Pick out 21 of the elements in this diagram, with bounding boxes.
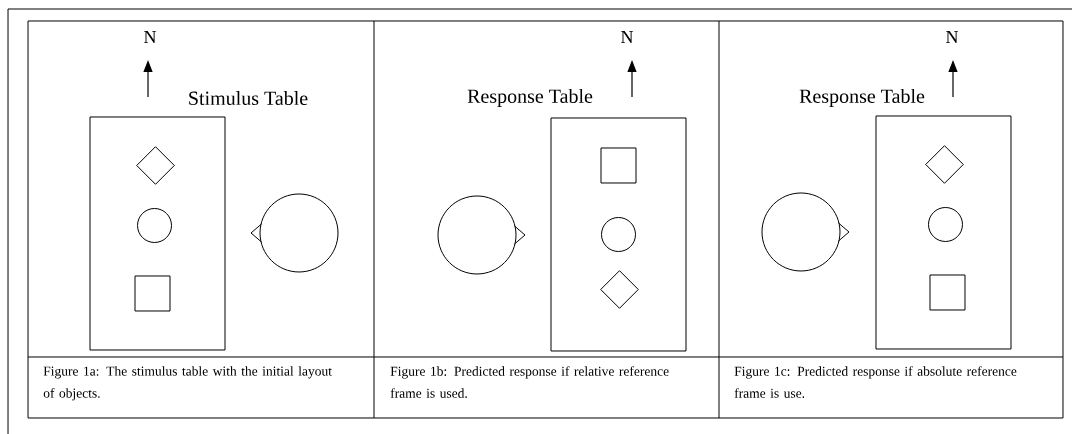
- diamond-shape: [136, 146, 175, 185]
- figure-caption: Figure 1b: Predicted response if relative reference frame is used.: [390, 366, 669, 398]
- square-shape: [929, 274, 966, 311]
- node-label: Response Table: [467, 88, 593, 108]
- north-label: N: [946, 31, 959, 43]
- figure-caption: Figure 1a: The stimulus table with the initial layout of objects.: [43, 366, 332, 401]
- node-label: Response Table: [799, 88, 925, 108]
- table-box: Stimulus Table: [89, 90, 308, 351]
- circle-shape: [928, 207, 963, 242]
- diamond-shape: [925, 145, 964, 184]
- square-shape: [134, 275, 171, 312]
- table-box: Response Table: [799, 88, 1012, 350]
- circle-shape: [137, 208, 172, 243]
- circle-shape: [601, 217, 636, 252]
- square-shape: [600, 147, 637, 184]
- table-box: Response Table: [467, 88, 687, 352]
- north-label: N: [621, 31, 634, 43]
- north-label: N: [144, 31, 157, 43]
- figure-caption: Figure 1c: Predicted response if absolute reference frame is use.: [734, 366, 1017, 398]
- diamond-shape: [600, 270, 639, 309]
- node-label: Stimulus Table: [189, 90, 308, 106]
